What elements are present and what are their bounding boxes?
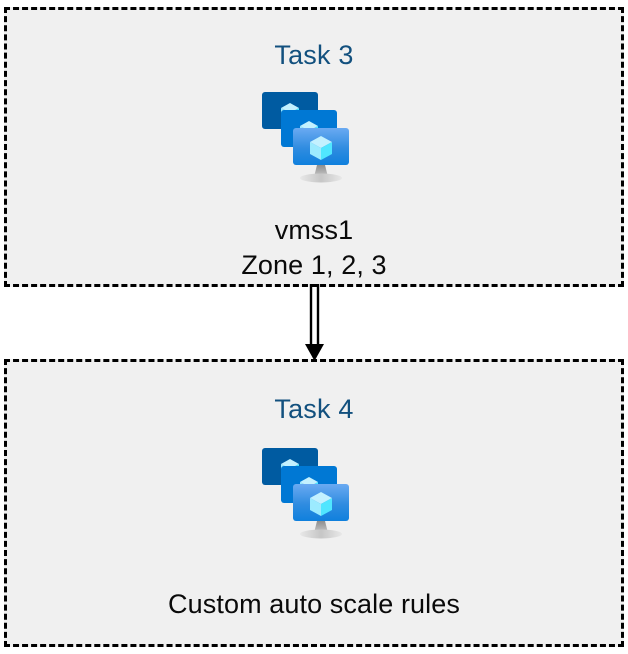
- monitor-stand-base: [300, 529, 342, 539]
- task-caption-line-2: Zone 1, 2, 3: [241, 249, 387, 280]
- task-heading: Task 3: [274, 40, 354, 70]
- task-caption-line-1: vmss1: [274, 215, 354, 245]
- cube-front-icon: [310, 492, 332, 516]
- task-box-task4: Task 4: [4, 359, 624, 647]
- task-caption: vmss1 Zone 1, 2, 3: [241, 213, 386, 282]
- vm-scale-set-icon: [262, 448, 349, 539]
- arrow-down-icon: [305, 284, 324, 361]
- task-heading: Task 4: [274, 394, 354, 424]
- cube-front-icon: [310, 136, 332, 160]
- monitor-stand-base: [300, 173, 342, 183]
- vm-scale-set-icon: [262, 92, 349, 183]
- task-box-task3: Task 3: [4, 7, 624, 287]
- task-caption-line-1: Custom auto scale rules: [168, 589, 460, 619]
- task-caption: Custom auto scale rules: [168, 587, 460, 622]
